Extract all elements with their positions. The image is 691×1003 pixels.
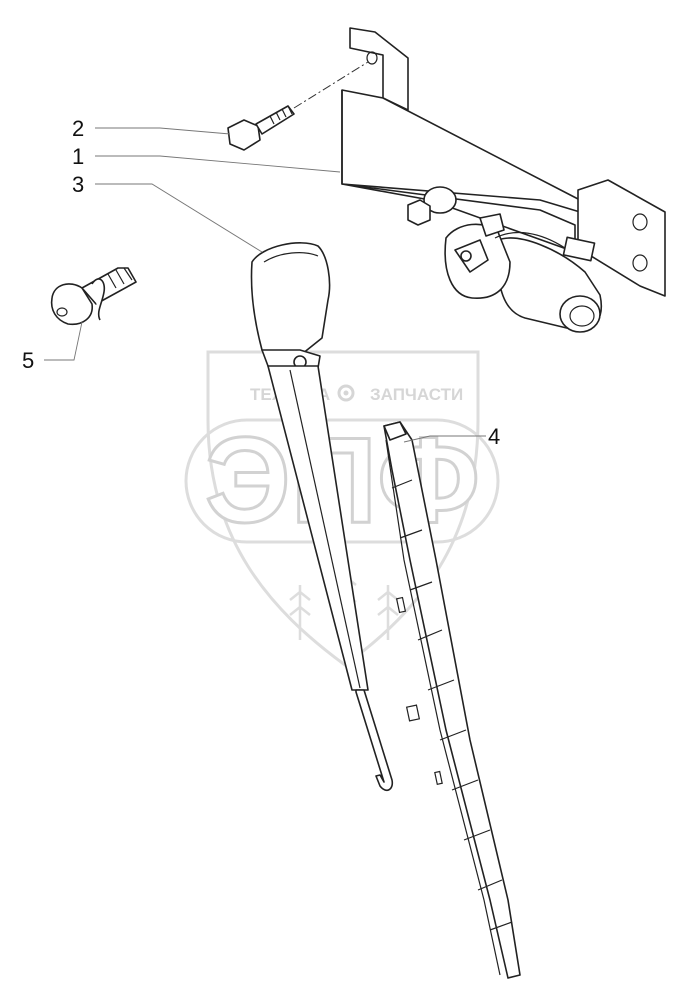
bracket-slot xyxy=(366,51,378,65)
washer-nozzle xyxy=(50,267,137,326)
motor-clip xyxy=(479,213,505,237)
bracket-hole-upper xyxy=(632,213,648,231)
wiper-blade-claws xyxy=(391,479,513,931)
bolt-axis-line xyxy=(293,61,369,109)
bolt-thread xyxy=(269,105,293,125)
bolt xyxy=(227,61,369,151)
motor-connector xyxy=(562,236,596,262)
wiper-arm-body-crease xyxy=(289,369,361,689)
motor-wire xyxy=(494,231,566,249)
wiper-arm-rod xyxy=(355,689,394,792)
wiper-arm-head-edge xyxy=(263,252,319,263)
watermark-text-right: ЗАПЧАСТИ xyxy=(370,385,463,404)
motor-crank-pin xyxy=(460,250,472,262)
wiper-blade-clip xyxy=(383,421,407,441)
nozzle-cap xyxy=(50,283,93,326)
nozzle-clip xyxy=(91,278,106,321)
wiper-motor xyxy=(444,213,602,333)
callout-3: 3 xyxy=(72,172,84,197)
bracket-bolt xyxy=(407,199,431,226)
wiper-blade-slots xyxy=(395,596,443,785)
callout-2: 2 xyxy=(72,116,84,141)
motor-end-cap-inner xyxy=(569,305,595,327)
nozzle-ribs xyxy=(107,267,133,289)
gear-icon xyxy=(337,384,355,402)
leader-lines xyxy=(44,127,486,443)
bracket-boss xyxy=(423,186,457,214)
bolt-shank xyxy=(255,105,295,135)
callout-4: 4 xyxy=(488,424,500,449)
leader-3 xyxy=(95,183,263,253)
bracket-web xyxy=(341,89,581,213)
leader-2 xyxy=(95,127,231,135)
leader-5 xyxy=(44,321,83,361)
bracket-side-flange xyxy=(577,179,666,297)
callout-5: 5 xyxy=(22,348,34,373)
callout-1: 1 xyxy=(72,144,84,169)
nozzle-tip xyxy=(56,307,68,317)
bracket-hole-lower xyxy=(632,254,648,272)
leader-1 xyxy=(95,155,341,173)
wiper-arm-head xyxy=(250,242,331,363)
leader-4 xyxy=(403,435,486,443)
bolt-head xyxy=(227,119,261,151)
wiper-arm xyxy=(250,242,394,792)
wiper-blade-rubber xyxy=(385,439,501,976)
bracket xyxy=(341,27,666,297)
callouts: 1 2 3 4 5 xyxy=(22,116,500,449)
